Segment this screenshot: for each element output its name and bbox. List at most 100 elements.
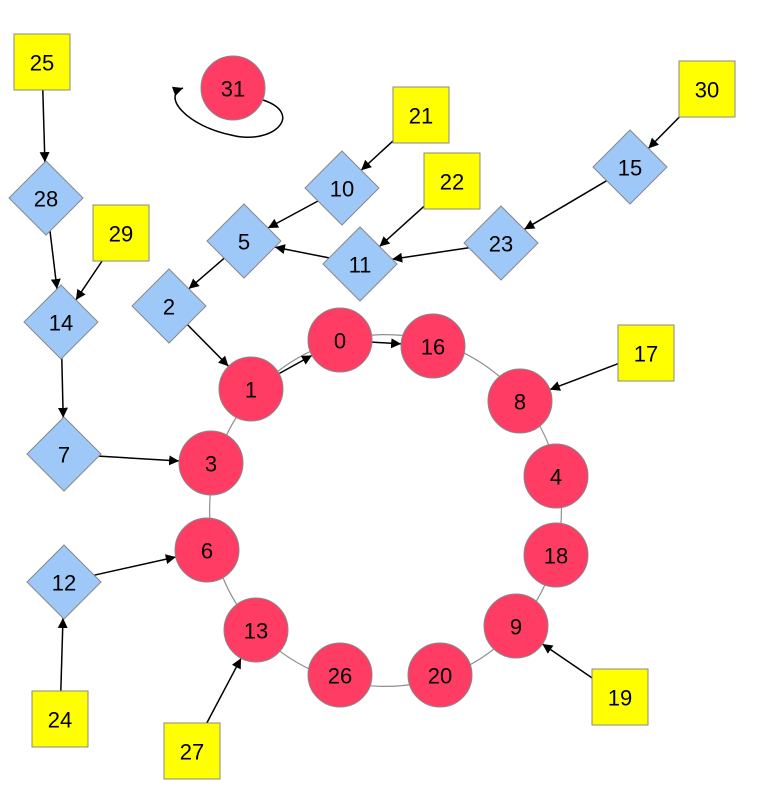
- node-label: 25: [30, 51, 54, 76]
- diamond-node-shape: [26, 544, 102, 620]
- diamond-node-shape: [23, 284, 99, 360]
- edge-22-to-11: [378, 205, 425, 248]
- node-29: 29: [92, 204, 150, 262]
- cycle-ring-layer: [209, 334, 562, 687]
- circle-node-shape: [483, 593, 549, 659]
- square-node-shape: [92, 204, 150, 262]
- node-7: 7: [26, 416, 102, 492]
- square-node-shape: [591, 668, 649, 726]
- node-22: 22: [423, 152, 481, 210]
- edge-17-to-8: [549, 362, 619, 391]
- edge-10-to-5: [267, 200, 319, 229]
- edge-24-to-12: [57, 617, 68, 692]
- node-18: 18: [523, 522, 589, 588]
- diamond-node-shape: [592, 129, 668, 205]
- circle-node-shape: [200, 55, 266, 121]
- node-27: 27: [163, 722, 221, 780]
- node-1: 1: [218, 356, 284, 422]
- edge-30-to-15: [647, 116, 680, 149]
- diamond-node-shape: [322, 226, 398, 302]
- edge-12-to-6: [94, 554, 176, 576]
- node-label: 4: [550, 465, 562, 490]
- node-8: 8: [487, 368, 553, 434]
- node-label: 9: [510, 615, 522, 640]
- square-node-shape: [617, 324, 675, 382]
- node-4: 4: [523, 443, 589, 509]
- node-14: 14: [23, 284, 99, 360]
- node-16: 16: [400, 313, 466, 379]
- cycle-ring: [209, 334, 562, 687]
- node-label: 23: [489, 232, 513, 257]
- node-label: 17: [634, 342, 658, 367]
- diamond-node-shape: [8, 160, 84, 236]
- edge-29-to-14: [75, 260, 103, 301]
- edge-21-to-10: [360, 140, 394, 171]
- circle-node-shape: [400, 313, 466, 379]
- node-label: 14: [49, 311, 73, 336]
- edge-19-to-9: [541, 643, 593, 679]
- edge-15-to-23: [523, 180, 608, 230]
- node-label: 5: [238, 230, 250, 255]
- edge-0-to-16: [371, 338, 402, 349]
- circle-node-shape: [174, 517, 240, 583]
- node-label: 28: [34, 187, 58, 212]
- circle-node-shape: [407, 642, 473, 708]
- node-label: 7: [58, 443, 70, 468]
- node-12: 12: [26, 544, 102, 620]
- circle-node-shape: [307, 307, 373, 373]
- node-label: 26: [328, 664, 352, 689]
- node-11: 11: [322, 226, 398, 302]
- node-label: 13: [244, 619, 268, 644]
- node-label: 29: [109, 222, 133, 247]
- node-label: 31: [221, 77, 245, 102]
- edge-11-to-5: [274, 244, 330, 259]
- node-17: 17: [617, 324, 675, 382]
- edge-28-to-14: [49, 230, 61, 290]
- circle-node-shape: [523, 522, 589, 588]
- node-label: 20: [428, 664, 452, 689]
- node-label: 15: [618, 156, 642, 181]
- node-5: 5: [206, 203, 282, 279]
- edge-1-to-0: [278, 354, 313, 375]
- node-6: 6: [174, 517, 240, 583]
- node-19: 19: [591, 668, 649, 726]
- circle-node-shape: [523, 443, 589, 509]
- node-label: 18: [544, 544, 568, 569]
- node-label: 30: [695, 78, 719, 103]
- circle-node-shape: [223, 597, 289, 663]
- diamond-node-shape: [206, 203, 282, 279]
- node-label: 6: [201, 539, 213, 564]
- circle-node-shape: [218, 356, 284, 422]
- square-node-shape: [423, 152, 481, 210]
- edge-2-to-1: [186, 324, 230, 367]
- diamond-node-shape: [131, 268, 207, 344]
- circle-node-shape: [178, 430, 244, 496]
- square-node-shape: [163, 722, 221, 780]
- node-label: 10: [330, 177, 354, 202]
- node-13: 13: [223, 597, 289, 663]
- node-30: 30: [678, 60, 736, 118]
- square-node-shape: [31, 690, 89, 748]
- square-node-shape: [392, 86, 450, 144]
- node-9: 9: [483, 593, 549, 659]
- edge-27-to-13: [206, 657, 242, 724]
- node-label: 27: [180, 740, 204, 765]
- node-31: 31: [200, 55, 266, 121]
- node-20: 20: [407, 642, 473, 708]
- edge-layer: [39, 86, 680, 724]
- circle-node-shape: [307, 642, 373, 708]
- node-28: 28: [8, 160, 84, 236]
- node-24: 24: [31, 690, 89, 748]
- node-2: 2: [131, 268, 207, 344]
- node-label: 1: [245, 378, 257, 403]
- edge-23-to-11: [392, 247, 469, 263]
- node-15: 15: [592, 129, 668, 205]
- node-10: 10: [304, 150, 380, 226]
- node-label: 22: [440, 170, 464, 195]
- node-label: 11: [349, 253, 372, 278]
- edge-5-to-2: [188, 257, 225, 290]
- circle-node-shape: [487, 368, 553, 434]
